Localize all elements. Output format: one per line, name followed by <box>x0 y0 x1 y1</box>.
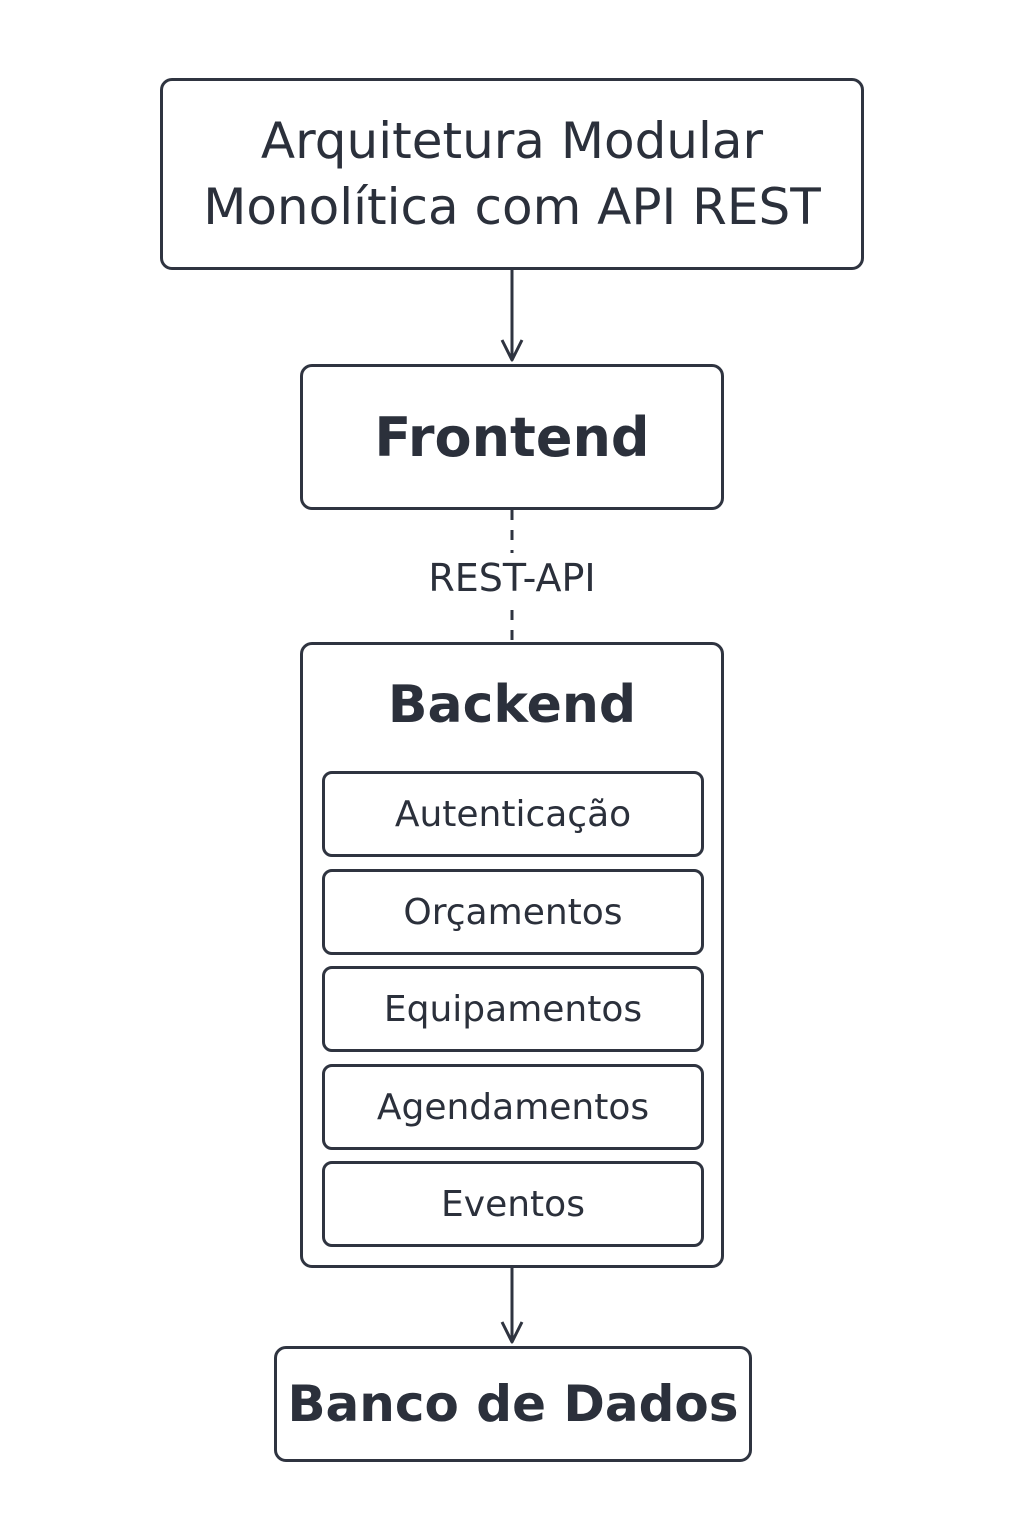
diagram-title: Arquitetura Modular Monolítica com API R… <box>203 112 821 236</box>
module-orcamentos: Orçamentos <box>322 869 704 955</box>
module-equipamentos: Equipamentos <box>322 966 704 1052</box>
rest-api-label: REST-API <box>380 553 644 603</box>
arrowhead-database <box>500 1321 524 1344</box>
title-box: Arquitetura Modular Monolítica com API R… <box>160 78 864 270</box>
module-eventos: Eventos <box>322 1161 704 1247</box>
module-autenticacao: Autenticação <box>322 771 704 857</box>
frontend-label: Frontend <box>374 405 650 469</box>
database-box: Banco de Dados <box>274 1346 752 1462</box>
backend-box: Backend Autenticação Orçamentos Equipame… <box>300 642 724 1268</box>
arrowhead-frontend <box>500 339 524 362</box>
backend-title: Backend <box>387 675 637 735</box>
database-label: Banco de Dados <box>287 1375 739 1433</box>
frontend-box: Frontend <box>300 364 724 510</box>
module-agendamentos: Agendamentos <box>322 1064 704 1150</box>
